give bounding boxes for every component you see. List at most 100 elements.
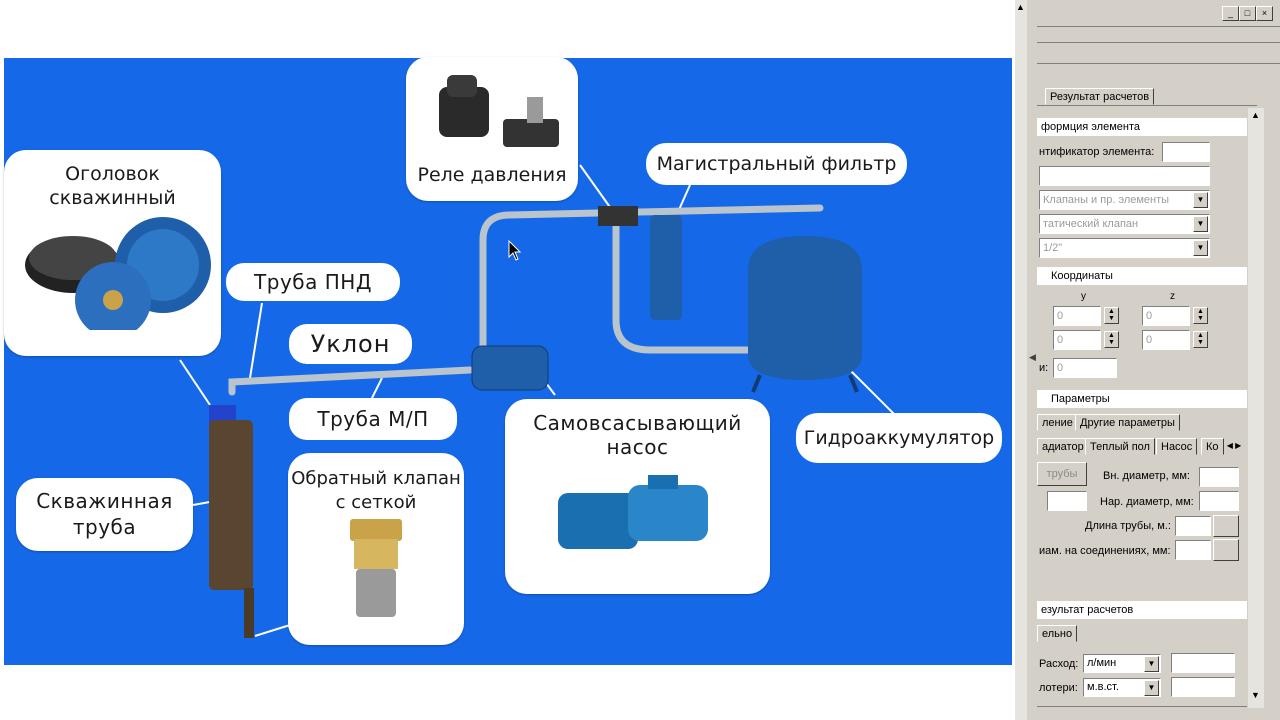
properties-panel: ▲ ◀ _ □ × Результат расчетов ▲ ▼ формция… xyxy=(1015,0,1280,720)
callout-check-valve: Обратный клапан с сеткой xyxy=(288,453,464,645)
callout-slope: Уклон xyxy=(289,324,412,364)
pointer-valve xyxy=(254,624,291,637)
section-element-info[interactable]: формция элемента xyxy=(1037,118,1247,136)
scroll-up-icon-2[interactable]: ▲ xyxy=(1251,110,1260,120)
pointer-filter xyxy=(677,184,691,213)
pipe-main xyxy=(479,204,824,359)
flow-value[interactable] xyxy=(1171,653,1235,673)
pump-image xyxy=(557,475,708,549)
filter-housing xyxy=(650,215,682,320)
tab-warm-floor[interactable]: Теплый пол xyxy=(1085,438,1155,455)
loss-unit-value: м.в.ст. xyxy=(1087,681,1119,693)
tab-params-other[interactable]: Другие параметры xyxy=(1075,414,1180,431)
coord-y1-spinner[interactable]: ▲▼ xyxy=(1104,307,1119,324)
label-pipe-pnd: Труба ПНД xyxy=(254,270,372,294)
callout-pump: Самовсасывающий насос xyxy=(505,399,770,594)
label-ogolovok: Оголовок скважинный xyxy=(49,163,176,209)
well-head-image xyxy=(24,217,211,338)
misc-input[interactable] xyxy=(1047,491,1087,511)
label-slope: Уклон xyxy=(310,330,391,358)
section-coordinates[interactable]: Координаты xyxy=(1037,267,1247,285)
inner-diam-label: Вн. диаметр, мм: xyxy=(1103,470,1190,482)
callout-accumulator: Гидроаккумулятор xyxy=(796,413,1002,463)
tab-ko[interactable]: Ко xyxy=(1201,438,1224,455)
coord-y-label: y xyxy=(1081,291,1086,302)
pressure-relay-image xyxy=(439,75,559,147)
label-pump: Самовсасывающий насос xyxy=(533,411,742,459)
pointer-pnd xyxy=(249,302,263,379)
section-results[interactable]: езультат расчетов xyxy=(1037,601,1247,619)
pipe-length-label: Длина трубы, м.: xyxy=(1085,520,1171,532)
size-select[interactable]: 1/2"▼ xyxy=(1039,238,1210,258)
type-value: татический клапан xyxy=(1043,218,1139,230)
pipe-suction xyxy=(228,366,474,396)
inner-diam-input[interactable] xyxy=(1199,467,1239,487)
well-pipe-tail xyxy=(244,588,254,638)
well-pipe-body xyxy=(209,420,253,590)
outer-diam-input[interactable] xyxy=(1199,491,1239,511)
callout-ogolovok: Оголовок скважинный xyxy=(4,150,221,356)
close-button[interactable]: × xyxy=(1256,6,1273,21)
label-well-pipe: Скважинная труба xyxy=(36,489,173,539)
triangle-left-icon[interactable]: ◀ xyxy=(1029,352,1036,362)
tab-results-detail[interactable]: ельно xyxy=(1037,625,1078,642)
loss-value[interactable] xyxy=(1171,677,1235,697)
label-check-valve: Обратный клапан с сеткой xyxy=(291,468,461,513)
flow-unit-select[interactable]: л/мин▼ xyxy=(1083,654,1161,673)
coord-z2-input[interactable]: 0 xyxy=(1142,330,1190,350)
pipe-length-input[interactable] xyxy=(1175,516,1211,536)
panel-right-scrollbar[interactable] xyxy=(1248,108,1264,708)
callout-filter: Магистральный фильтр xyxy=(646,143,907,185)
scroll-down-icon[interactable]: ▼ xyxy=(1251,690,1260,700)
panel-left-scrollbar[interactable] xyxy=(1015,0,1027,720)
conn-diam-input[interactable] xyxy=(1175,540,1211,560)
minimize-button[interactable]: _ xyxy=(1222,6,1239,21)
outer-diam-label: Нар. диаметр, мм: xyxy=(1100,496,1194,508)
callout-pipe-pnd: Труба ПНД xyxy=(226,263,400,301)
pipe-button[interactable]: трубы xyxy=(1037,462,1087,486)
coord-z1-input[interactable]: 0 xyxy=(1142,306,1190,326)
pointer-relay xyxy=(579,164,613,211)
pointer-mp xyxy=(371,377,383,399)
callout-relay: Реле давления xyxy=(406,57,578,201)
pipe-accum xyxy=(612,211,754,354)
coord-r3-input[interactable]: 0 xyxy=(1053,358,1117,378)
tab-pump[interactable]: Насос xyxy=(1156,438,1198,455)
flow-unit-value: л/мин xyxy=(1087,657,1117,669)
callout-well-pipe: Скважинная труба xyxy=(16,478,193,551)
accumulator-tank xyxy=(748,236,862,380)
tab-radiator[interactable]: адиатор xyxy=(1037,438,1089,455)
label-filter: Магистральный фильтр xyxy=(656,153,897,175)
loss-unit-select[interactable]: м.в.ст.▼ xyxy=(1083,678,1161,697)
tab-params-lenie[interactable]: ление xyxy=(1037,414,1078,431)
relay-fitting xyxy=(598,206,638,226)
label-relay: Реле давления xyxy=(417,164,567,186)
category-value: Клапаны и пр. элементы xyxy=(1043,194,1170,206)
maximize-button[interactable]: □ xyxy=(1239,6,1256,21)
loss-label: лотери: xyxy=(1039,682,1078,694)
conn-diam-button[interactable] xyxy=(1213,539,1239,561)
conn-diam-label: иам. на соединениях, мм: xyxy=(1039,545,1171,557)
pipe-length-button[interactable] xyxy=(1213,515,1239,537)
coord-r3-label: и: xyxy=(1039,362,1049,374)
callout-pipe-mp: Труба М/П xyxy=(289,398,457,440)
tab-results[interactable]: Результат расчетов xyxy=(1045,88,1155,105)
category-select[interactable]: Клапаны и пр. элементы▼ xyxy=(1039,190,1210,210)
scroll-up-icon[interactable]: ▲ xyxy=(1016,2,1025,12)
element-id-input[interactable] xyxy=(1162,142,1210,162)
coord-z-label: z xyxy=(1170,291,1175,302)
mouse-cursor-icon xyxy=(508,240,522,261)
section-parameters[interactable]: Параметры xyxy=(1037,390,1247,408)
label-accumulator: Гидроаккумулятор xyxy=(803,427,995,449)
element-name-input[interactable] xyxy=(1039,166,1210,186)
coord-y2-spinner[interactable]: ▲▼ xyxy=(1104,331,1119,348)
type-select[interactable]: татический клапан▼ xyxy=(1039,214,1210,234)
coord-y1-input[interactable]: 0 xyxy=(1053,306,1101,326)
element-id-label: нтификатор элемента: xyxy=(1039,146,1155,158)
coord-z2-spinner[interactable]: ▲▼ xyxy=(1193,331,1208,348)
coord-y2-input[interactable]: 0 xyxy=(1053,330,1101,350)
tab-scroll-arrows[interactable]: ◀ ▶ xyxy=(1224,438,1244,453)
coord-z1-spinner[interactable]: ▲▼ xyxy=(1193,307,1208,324)
label-pipe-mp: Труба М/П xyxy=(317,407,429,431)
diagram-area: Оголовок скважинный Труба ПНД Уклон Труб… xyxy=(4,57,1012,665)
